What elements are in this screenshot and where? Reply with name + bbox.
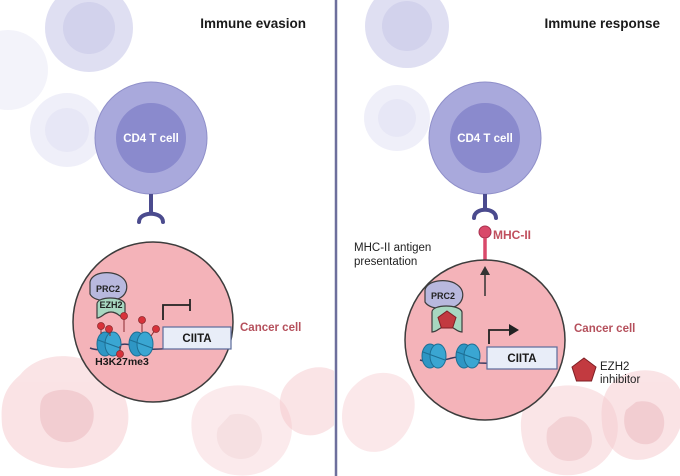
methyl-mark-icon [120, 312, 128, 332]
cancer-cell-label: Cancer cell [240, 322, 301, 334]
prc2-icon: PRC2 [89, 272, 128, 302]
t-cell-icon: CD4 T cell [428, 81, 542, 195]
cancer-cell-icon [72, 241, 234, 403]
background-t-cell-icon [365, 0, 449, 68]
cancer-cell-label: Cancer cell [574, 323, 635, 335]
nucleosome-icon [128, 331, 154, 357]
background-cancer-cell-icon [342, 372, 415, 452]
antigen-presentation-label-2: presentation [354, 256, 417, 268]
ezh2-inhibitor-icon [437, 310, 457, 329]
background-cancer-cell-icon [1, 356, 129, 469]
histone-mark-label: H3K27me3 [95, 356, 149, 368]
tcr-receptor-icon [472, 194, 498, 220]
mhc-ii-icon [478, 225, 492, 262]
methyl-mark-icon [116, 346, 124, 358]
ezh2-inhibitor-legend-label: EZH2 [600, 361, 629, 373]
panel-title: Immune response [544, 16, 660, 31]
background-t-cell-icon [0, 30, 48, 110]
background-cancer-cell-icon [601, 370, 680, 460]
panel-immune-response: Immune response CD4 T cell MHC-II MHC-II… [342, 0, 680, 476]
ezh2-icon: EZH2 [96, 297, 126, 319]
ciita-label: CIITA [182, 333, 211, 345]
background-cancer-cell-icon [191, 385, 292, 476]
ezh2-label: EZH2 [99, 300, 122, 310]
nucleosome-icon [96, 331, 122, 357]
panel-title: Immune evasion [200, 16, 306, 31]
antigen-presentation-label: MHC-II antigen [354, 242, 431, 254]
ezh2-inhibitor-legend-label-2: inhibitor [600, 374, 640, 386]
nucleosome-icon [421, 343, 447, 369]
ciita-label: CIITA [507, 353, 536, 365]
ciita-gene: CIITA [162, 326, 232, 350]
prc2-label: PRC2 [96, 284, 120, 294]
methyl-mark-icon [105, 325, 113, 336]
prc2-icon: PRC2 [424, 280, 464, 310]
upward-arrow-icon [480, 266, 490, 296]
methyl-mark-icon [97, 322, 105, 334]
t-cell-icon: CD4 T cell [94, 81, 208, 195]
methyl-mark-icon [150, 325, 160, 337]
nucleosome-icon [455, 343, 481, 369]
background-cancer-cell-icon [279, 367, 334, 436]
ciita-gene: CIITA [486, 346, 558, 370]
background-t-cell-icon [364, 85, 430, 151]
t-cell-label: CD4 T cell [123, 133, 179, 145]
panel-immune-evasion: Immune evasion CD4 T cell Cancer cell [0, 0, 334, 476]
background-t-cell-icon [45, 0, 133, 72]
tcr-receptor-icon [137, 194, 165, 224]
prc2-label: PRC2 [431, 291, 455, 301]
background-cancer-cell-icon [520, 385, 618, 476]
repressed-promoter-icon [162, 304, 190, 320]
background-t-cell-icon [30, 93, 104, 167]
methyl-mark-icon [138, 316, 146, 332]
mhc-ii-label: MHC-II [493, 228, 531, 242]
ezh2-inhibitor-legend-icon [571, 357, 597, 382]
promoter-arrow-icon [488, 324, 519, 344]
t-cell-label: CD4 T cell [457, 133, 513, 145]
